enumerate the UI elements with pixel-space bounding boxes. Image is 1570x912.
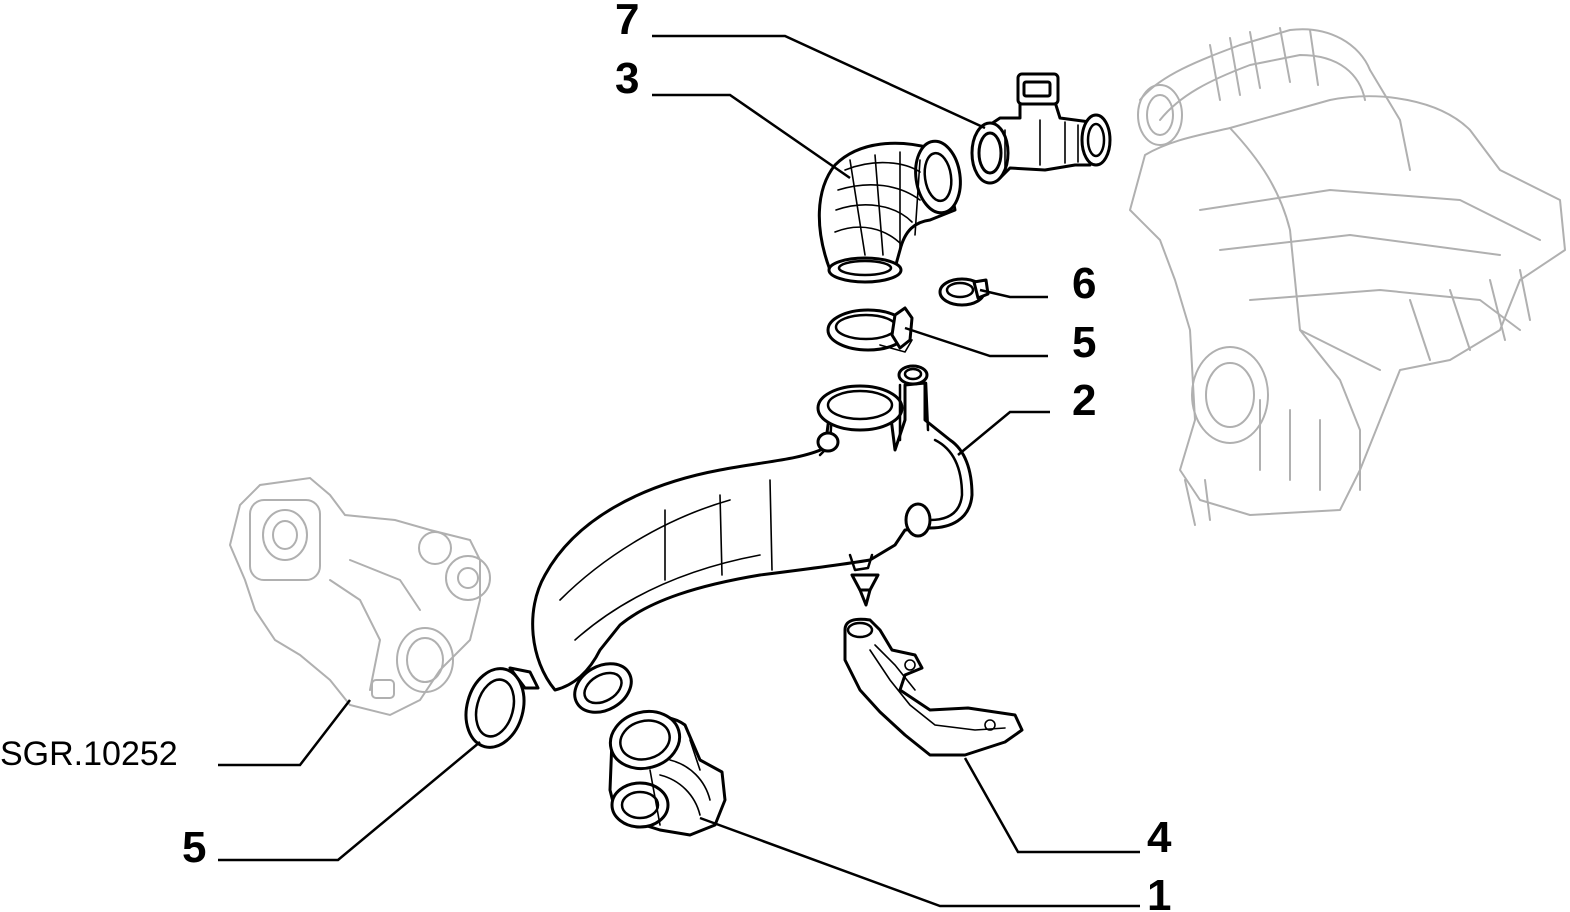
leader-5-lower: [218, 741, 481, 862]
part-6-small-clamp: [938, 277, 990, 307]
engine-ghost-outline: [1129, 27, 1566, 526]
leader-3: [652, 93, 851, 180]
part-5-lower-clamp: [464, 666, 540, 749]
leader-5-upper: [904, 326, 1048, 358]
leader-7: [652, 34, 986, 130]
callout-5-upper: 5: [1072, 318, 1096, 367]
leader-ref: [218, 699, 351, 767]
reference-label: SGR.10252: [0, 735, 178, 773]
part-1-inlet-hose: [608, 709, 727, 837]
part-3-elbow-hose: [817, 139, 962, 284]
leader-6: [979, 288, 1048, 299]
callout-1: 1: [1147, 871, 1171, 912]
callout-7: 7: [615, 0, 639, 44]
callout-6: 6: [1072, 259, 1096, 308]
part-7-air-flow-meter: [970, 72, 1112, 185]
leader-4: [963, 757, 1140, 854]
leader-lines: [218, 34, 1140, 908]
callout-3: 3: [615, 54, 639, 103]
leader-1: [699, 816, 1140, 908]
part-4-bracket: [843, 617, 1024, 757]
callout-2: 2: [1072, 376, 1096, 425]
turbocharger-ghost-outline: [228, 476, 491, 717]
part-5-upper-clamp: [826, 306, 914, 353]
callout-4: 4: [1147, 813, 1172, 862]
leader-2: [957, 410, 1050, 456]
callout-5-lower: 5: [182, 823, 206, 872]
part-2-intake-pipe: [531, 364, 974, 714]
